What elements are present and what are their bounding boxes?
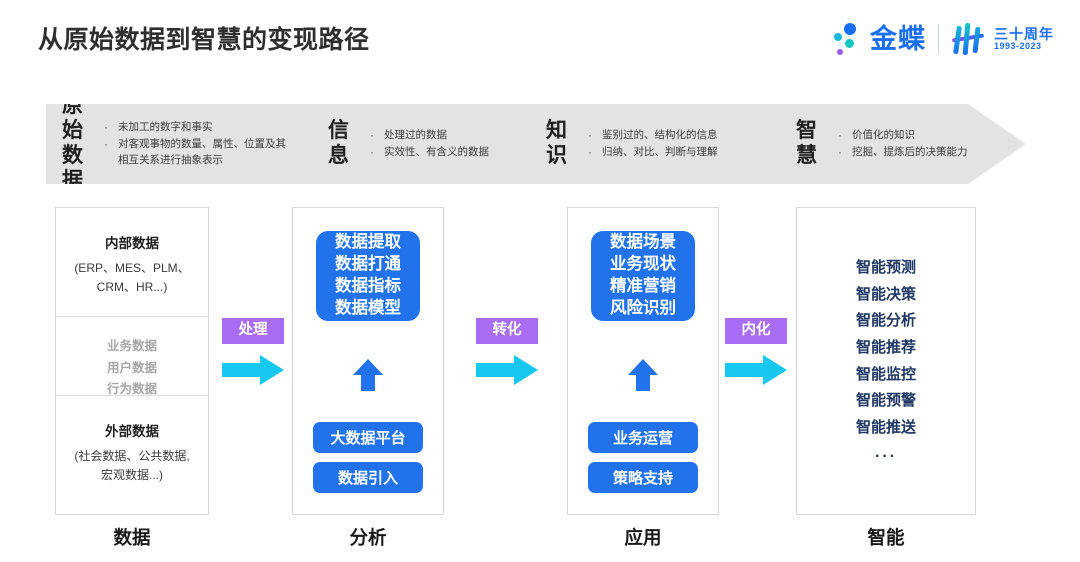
- banner-stage-bullets: · 鉴别过的、结构化的信息 · 归纳、对比、判断与理解: [588, 127, 718, 161]
- banner-stage-information: 信 息 · 处理过的数据 · 实效性、有含义的数据: [328, 104, 489, 184]
- connector-transform: 转化: [476, 318, 538, 392]
- list-item: 业务数据: [106, 339, 157, 353]
- section-subtitle: (社会数据、公共数据, 宏观数据...): [74, 449, 190, 483]
- column-label-intelligence: 智能: [867, 527, 905, 548]
- list-ellipsis: ···: [875, 447, 897, 465]
- banner-stage-bullets: · 未加工的数字和事实 · 对客观事物的数量、属性、位置及其相互关系进行抽象表示: [104, 119, 290, 168]
- list-item: 行为数据: [106, 382, 157, 396]
- anniversary-badge: 三十周年 1993-2023: [951, 22, 1054, 56]
- column-label-application: 应用: [624, 527, 662, 548]
- banner-stage-bullets: · 价值化的知识 · 挖掘、提炼后的决策能力: [838, 127, 968, 161]
- connector-label: 转化: [476, 318, 538, 344]
- section-internal-data: 内部数据 (ERP、MES、PLM、 CRM、HR...): [56, 208, 208, 316]
- banner-bullet: 归纳、对比、判断与理解: [602, 146, 718, 158]
- list-item: 智能推荐: [855, 339, 916, 357]
- banner-bullet: 处理过的数据: [384, 129, 447, 142]
- bullet-dot-icon: ·: [104, 120, 108, 135]
- list-item: 智能分析: [855, 312, 916, 330]
- card-data: 内部数据 (ERP、MES、PLM、 CRM、HR...) 业务数据 用户数据 …: [55, 207, 209, 515]
- kingdee-dots-icon: [832, 22, 864, 56]
- pill-data-ingestion: 数据引入: [313, 462, 423, 493]
- banner-stage-name: 智 慧: [796, 119, 817, 167]
- connector-label: 内化: [725, 318, 787, 344]
- banner-stage-knowledge: 知 识 · 鉴别过的、结构化的信息 · 归纳、对比、判断与理解: [546, 104, 718, 184]
- section-subtitle: (ERP、MES、PLM、 CRM、HR...): [74, 261, 190, 295]
- list-item: 智能预警: [855, 392, 916, 410]
- list-item: 智能决策: [855, 285, 916, 303]
- card-intelligence: [796, 207, 976, 515]
- section-title: 外部数据: [105, 424, 159, 439]
- up-arrow-icon: [353, 359, 383, 391]
- list-item: 智能预测: [855, 259, 916, 276]
- bullet-dot-icon: ·: [838, 145, 842, 159]
- banner-bullet: 实效性、有含义的数据: [384, 146, 489, 158]
- pill-business-operations: 业务运营: [588, 422, 698, 453]
- page-title: 从原始数据到智慧的变现路径: [38, 26, 370, 54]
- banner-stage-name: 信 息: [328, 119, 349, 167]
- definition-banner: 原始 数据 ·未加工的数字和事实 ·对客观事物的数量、属性、位置及其相互关系进行…: [46, 104, 1026, 184]
- connector-label: 处理: [222, 318, 284, 344]
- list-item: 智能监控: [855, 365, 916, 383]
- connector-process: 处理: [222, 318, 284, 392]
- brand-name: 金蝶: [870, 23, 926, 54]
- bullet-dot-icon: ·: [838, 128, 842, 143]
- section-data-types: 业务数据 用户数据 行为数据: [56, 316, 208, 396]
- connector-internalize: 内化: [725, 318, 787, 392]
- column-label-analysis: 分析: [349, 527, 387, 548]
- right-arrow-icon: [476, 354, 538, 385]
- right-arrow-icon: [725, 354, 787, 385]
- block-analysis-capabilities: 数据提取 数据打通 数据指标 数据模型: [316, 231, 420, 321]
- banner-bullet: 未加工的数字和事实: [118, 121, 213, 134]
- pill-strategy-support: 策略支持: [588, 462, 698, 493]
- banner-stage-raw-data: 原始 数据 ·未加工的数字和事实 ·对客观事物的数量、属性、位置及其相互关系进行…: [62, 104, 290, 184]
- list-item: 用户数据: [106, 360, 157, 375]
- pill-big-data-platform: 大数据平台: [313, 422, 423, 453]
- banner-stage-bullets: · 处理过的数据 · 实效性、有含义的数据: [370, 127, 489, 161]
- section-external-data: 外部数据 (社会数据、公共数据, 宏观数据...): [56, 395, 208, 514]
- block-application-scenarios: 数据场景 业务现状 精准营销 风险识别: [591, 231, 695, 321]
- bullet-dot-icon: ·: [588, 128, 592, 143]
- column-label-data: 数据: [113, 527, 151, 548]
- list-item: 智能推送: [855, 419, 916, 437]
- brand-divider: [938, 24, 939, 54]
- bullet-dot-icon: ·: [370, 145, 374, 159]
- bullet-dot-icon: ·: [104, 137, 108, 152]
- section-title: 内部数据: [105, 236, 159, 251]
- banner-stage-name: 原始 数据: [62, 94, 83, 192]
- banner-stage-wisdom: 智 慧 · 价值化的知识 · 挖掘、提炼后的决策能力: [796, 104, 968, 184]
- right-arrow-icon: [222, 354, 284, 385]
- banner-stage-name: 知 识: [546, 119, 567, 167]
- anniversary-title: 三十周年: [994, 25, 1054, 42]
- anniversary-years: 1993-2023: [994, 40, 1042, 51]
- up-arrow-icon: [628, 359, 658, 391]
- banner-bullet: 挖掘、提炼后的决策能力: [852, 146, 968, 158]
- banner-bullet: 鉴别过的、结构化的信息: [602, 129, 718, 142]
- banner-bullet: 对客观事物的数量、属性、位置及其相互关系进行抽象表示: [118, 138, 286, 167]
- bullet-dot-icon: ·: [370, 128, 374, 143]
- intelligence-list: 智能预测 智能决策 智能分析 智能推荐 智能监控 智能预警 智能推送 ···: [796, 255, 976, 472]
- bullet-dot-icon: ·: [588, 145, 592, 159]
- anniversary-mark-icon: [951, 22, 987, 56]
- brand-logo: 金蝶 三十周年 1993-2023: [832, 18, 1054, 60]
- banner-bullet: 价值化的知识: [852, 129, 915, 142]
